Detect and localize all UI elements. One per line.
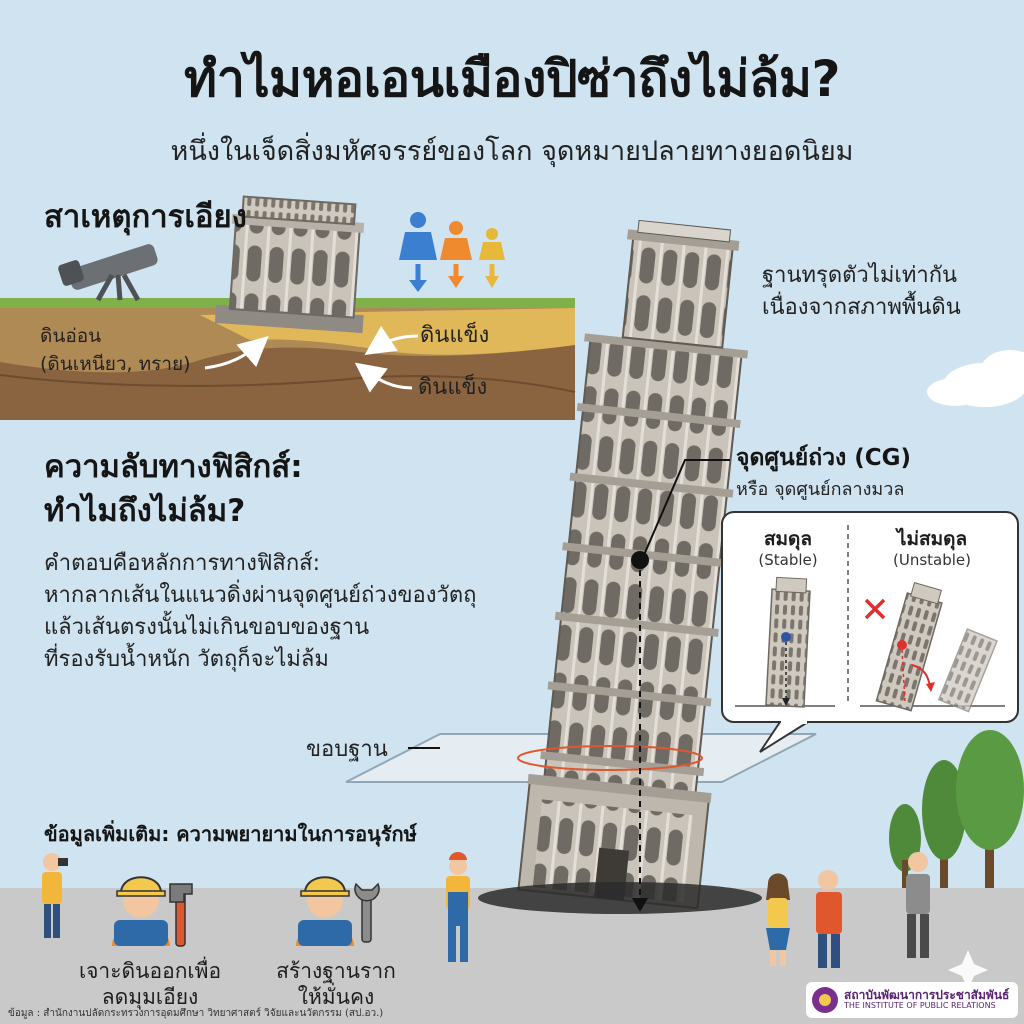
conservation-item-2-line-2: ให้มั่นคง xyxy=(297,985,375,1010)
person-weight-icon xyxy=(399,212,505,292)
settlement-note-2: เนื่องจากสภาพพื้นดิน xyxy=(762,295,961,320)
page-title: ทำไมหอเอนเมืองปิซ่าถึงไม่ล้ม? xyxy=(183,50,841,108)
physics-body-line: แล้วเส้นตรงนั้นไม่เกินขอบของฐาน xyxy=(44,614,370,640)
cause-heading: สาเหตุการเอียง xyxy=(44,199,247,235)
soft-soil-label: ดินอ่อน xyxy=(40,325,102,347)
cloud-icon xyxy=(927,350,1024,407)
telescope-icon xyxy=(58,244,158,302)
tourist-person xyxy=(42,853,68,938)
wrench-icon xyxy=(354,882,380,943)
physics-body-line: หากลากเส้นในแนวดิ่งผ่านจุดศูนย์ถ่วงของวั… xyxy=(44,582,477,608)
tourist-person xyxy=(906,852,930,958)
base-edge-label: ขอบฐาน xyxy=(306,737,388,762)
physics-body: คำตอบคือหลักการทางฟิสิกส์: หากลากเส้นในแ… xyxy=(44,548,544,676)
soft-soil-detail: (ดินเหนียว, ทราย) xyxy=(40,353,191,375)
center-of-gravity-dot xyxy=(631,551,649,569)
tourist-person xyxy=(446,852,470,962)
stability-comparison-panel xyxy=(721,511,1019,753)
hard-soil-label-1: ดินแข็ง xyxy=(420,323,490,348)
institute-emblem-icon xyxy=(812,987,838,1013)
conservation-heading: ข้อมูลเพิ่มเติม: ความพยายามในการอนุรักษ์ xyxy=(44,822,417,846)
sparkle-icon xyxy=(948,950,988,990)
institute-name: สถาบันพัฒนาการประชาสัมพันธ์ THE INSTITUT… xyxy=(844,988,1010,1011)
physics-body-line: คำตอบคือหลักการทางฟิสิกส์: xyxy=(44,551,321,576)
engineer-icon xyxy=(112,876,170,946)
tree-icon xyxy=(889,730,1024,890)
settlement-note-1: ฐานทรุดตัวไม่เท่ากัน xyxy=(762,263,958,288)
conservation-item-1-line-2: ลดมุมเอียง xyxy=(101,985,199,1010)
stable-title: สมดุล xyxy=(763,528,813,550)
pipe-wrench-icon xyxy=(169,883,193,947)
institute-name-en: THE INSTITUTE OF PUBLIC RELATIONS xyxy=(844,1001,996,1011)
leaning-tower xyxy=(517,219,749,910)
small-leaning-tower xyxy=(214,195,365,334)
conservation-item-2-line-1: สร้างฐานราก xyxy=(276,959,396,983)
engineer-icon xyxy=(296,876,354,946)
stable-subtitle: (Stable) xyxy=(758,551,818,569)
institute-logo: สถาบันพัฒนาการประชาสัมพันธ์ THE INSTITUT… xyxy=(806,982,1018,1018)
conservation-item-2: สร้างฐานราก ให้มั่นคง xyxy=(246,958,426,1011)
hard-soil-label-2: ดินแข็ง xyxy=(418,375,488,400)
unstable-subtitle: (Unstable) xyxy=(893,551,971,569)
source-note: ข้อมูล : สำนักงานปลัดกระทรวงการอุดมศึกษา… xyxy=(8,1008,384,1019)
physics-heading-1: ความลับทางฟิสิกส์: xyxy=(44,449,303,485)
unstable-title: ไม่สมดุล xyxy=(896,528,968,550)
institute-name-th: สถาบันพัฒนาการประชาสัมพันธ์ xyxy=(844,988,1010,1002)
conservation-item-1-line-1: เจาะดินออกเพื่อ xyxy=(78,959,222,983)
page-subtitle: หนึ่งในเจ็ดสิ่งมหัศจรรย์ของโลก จุดหมายปล… xyxy=(170,136,854,167)
cg-sub-label: หรือ จุดศูนย์กลางมวล xyxy=(736,479,905,500)
conservation-item-1: เจาะดินออกเพื่อ ลดมุมเอียง xyxy=(60,958,240,1011)
cg-label: จุดศูนย์ถ่วง (CG) xyxy=(736,445,912,471)
physics-heading-2: ทำไมถึงไม่ล้ม? xyxy=(44,493,246,529)
physics-body-line: ที่รองรับน้ำหนัก วัตถุก็จะไม่ล้ม xyxy=(44,646,329,672)
tourist-person xyxy=(766,873,790,966)
tourist-person xyxy=(816,870,842,968)
